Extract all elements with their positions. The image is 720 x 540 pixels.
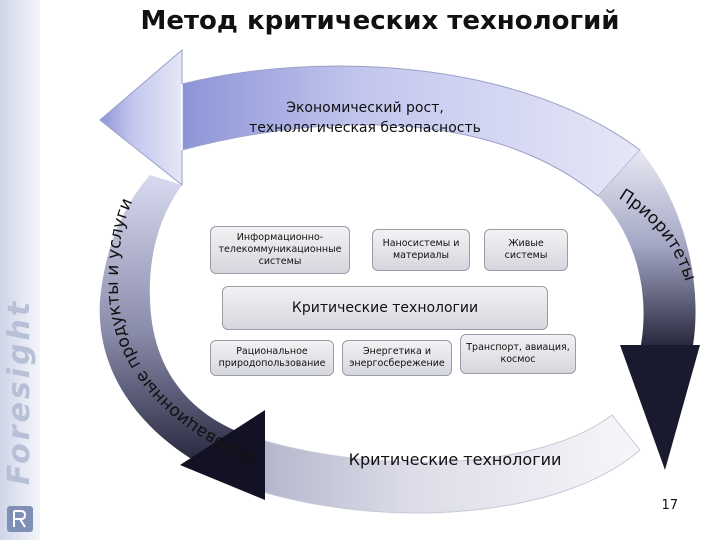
- box-rational-nature-use: Рациональное природопользование: [210, 340, 334, 376]
- box-nano-systems: Наносистемы и материалы: [372, 229, 470, 271]
- right-arrow-head: [620, 345, 700, 470]
- page-title: Метод критических технологий: [140, 6, 620, 36]
- sidebar-band: Foresight: [0, 0, 40, 540]
- top-caption: Экономический рост, технологическая безо…: [225, 98, 505, 138]
- left-arc-band: [99, 175, 262, 488]
- right-arc-band: [598, 150, 696, 360]
- left-arrow-head: [180, 410, 265, 500]
- top-caption-line2: технологическая безопасность: [249, 120, 481, 136]
- top-arrow-head: [99, 48, 183, 187]
- box-critical-technologies: Критические технологии: [222, 286, 548, 330]
- top-caption-line1: Экономический рост,: [286, 100, 444, 116]
- page-number: 17: [661, 498, 678, 513]
- logo-icon: [7, 506, 33, 532]
- box-info-systems: Информационно-телекоммуникационные систе…: [210, 226, 350, 274]
- bottom-caption: Критические технологии: [348, 450, 562, 469]
- box-transport: Транспорт, авиация, космос: [460, 334, 576, 374]
- box-living-systems: Живые системы: [484, 229, 568, 271]
- box-energy: Энергетика и энергосбережение: [342, 340, 452, 376]
